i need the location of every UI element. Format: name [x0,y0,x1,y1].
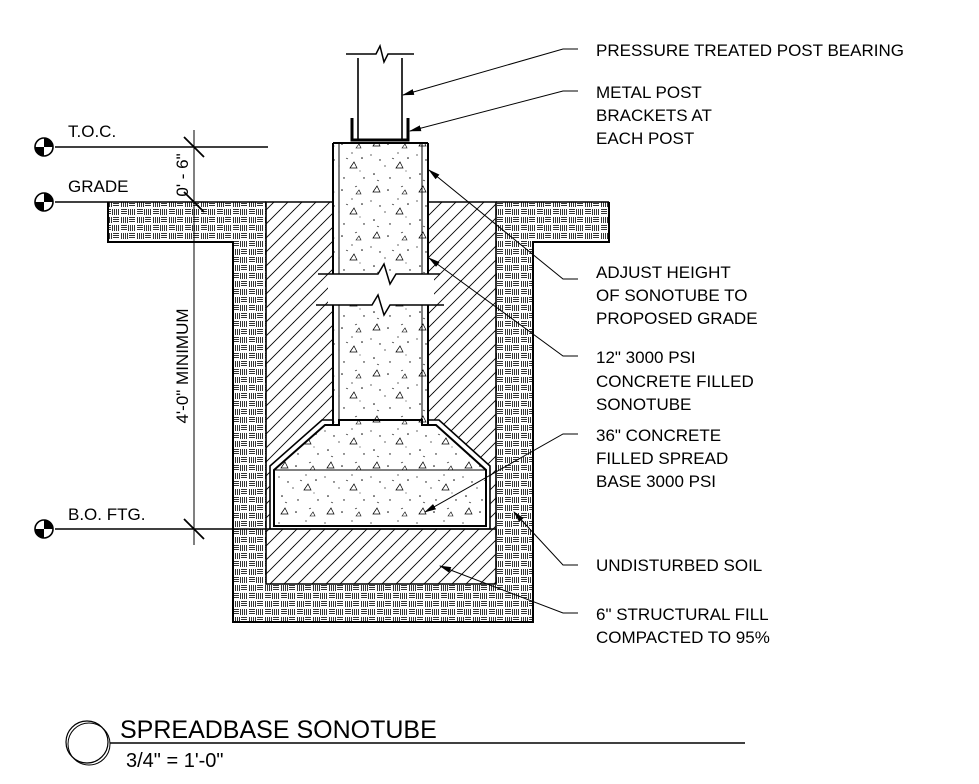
spread-base [273,419,487,527]
note-undisturbed-soil: UNDISTURBED SOIL [596,556,762,575]
note-sonotube: 12" 3000 PSI CONCRETE FILLED SONOTUBE [596,348,758,414]
level-marker-grade: GRADE [34,177,128,212]
depth-minimum-dimension: 4'-0" MINIMUM [173,308,192,423]
note-spread-base-line: 36" CONCRETE [596,426,721,445]
leader-lines [402,48,578,614]
note-structural-fill-line: COMPACTED TO 95% [596,628,770,647]
sonotube-break-line [316,262,444,317]
note-adjust-height-line: ADJUST HEIGHT [596,263,730,282]
note-structural-fill: 6" STRUCTURAL FILL COMPACTED TO 95% [596,605,773,647]
note-adjust-height-line: OF SONOTUBE TO [596,286,747,305]
detail-title: SPREADBASE SONOTUBE [120,716,437,744]
note-sonotube-line: 12" 3000 PSI [596,348,696,367]
level-marker-toc: T.O.C. [34,122,268,157]
note-adjust-height: ADJUST HEIGHT OF SONOTUBE TO PROPOSED GR… [596,263,758,328]
detail-scale: 3/4" = 1'-0" [126,750,224,772]
note-post-brackets-line: METAL POST [596,83,702,102]
detail-title-block: SPREADBASE SONOTUBE 3/4" = 1'-0" [65,716,745,772]
grade-label: GRADE [68,177,128,196]
note-adjust-height-line: PROPOSED GRADE [596,309,758,328]
note-post-brackets-line: EACH POST [596,129,694,148]
note-post-bearing: PRESSURE TREATED POST BEARING [596,41,904,60]
note-sonotube-line: SONOTUBE [596,395,691,414]
note-sonotube-line: CONCRETE FILLED [596,372,754,391]
note-post-brackets-line: BRACKETS AT [596,106,712,125]
toc-label: T.O.C. [68,122,116,141]
note-spread-base-line: BASE 3000 PSI [596,472,716,491]
dimension-line: 0' - 6" 4'-0" MINIMUM [173,130,205,545]
note-spread-base-line: FILLED SPREAD [596,449,728,468]
note-post-bearing-line: PRESSURE TREATED POST BEARING [596,41,904,60]
bottom-of-footing-label: B.O. FTG. [68,505,145,524]
note-structural-fill-line: 6" STRUCTURAL FILL [596,605,768,624]
level-marker-bottom-of-footing: B.O. FTG. [34,505,266,539]
note-spread-base: 36" CONCRETE FILLED SPREAD BASE 3000 PSI [596,426,733,491]
note-post-brackets: METAL POST BRACKETS AT EACH POST [596,83,716,148]
post-and-bracket [346,43,414,142]
note-undisturbed-soil-line: UNDISTURBED SOIL [596,556,762,575]
post-height-dimension: 0' - 6" [173,153,192,196]
undisturbed-soil [107,201,610,623]
